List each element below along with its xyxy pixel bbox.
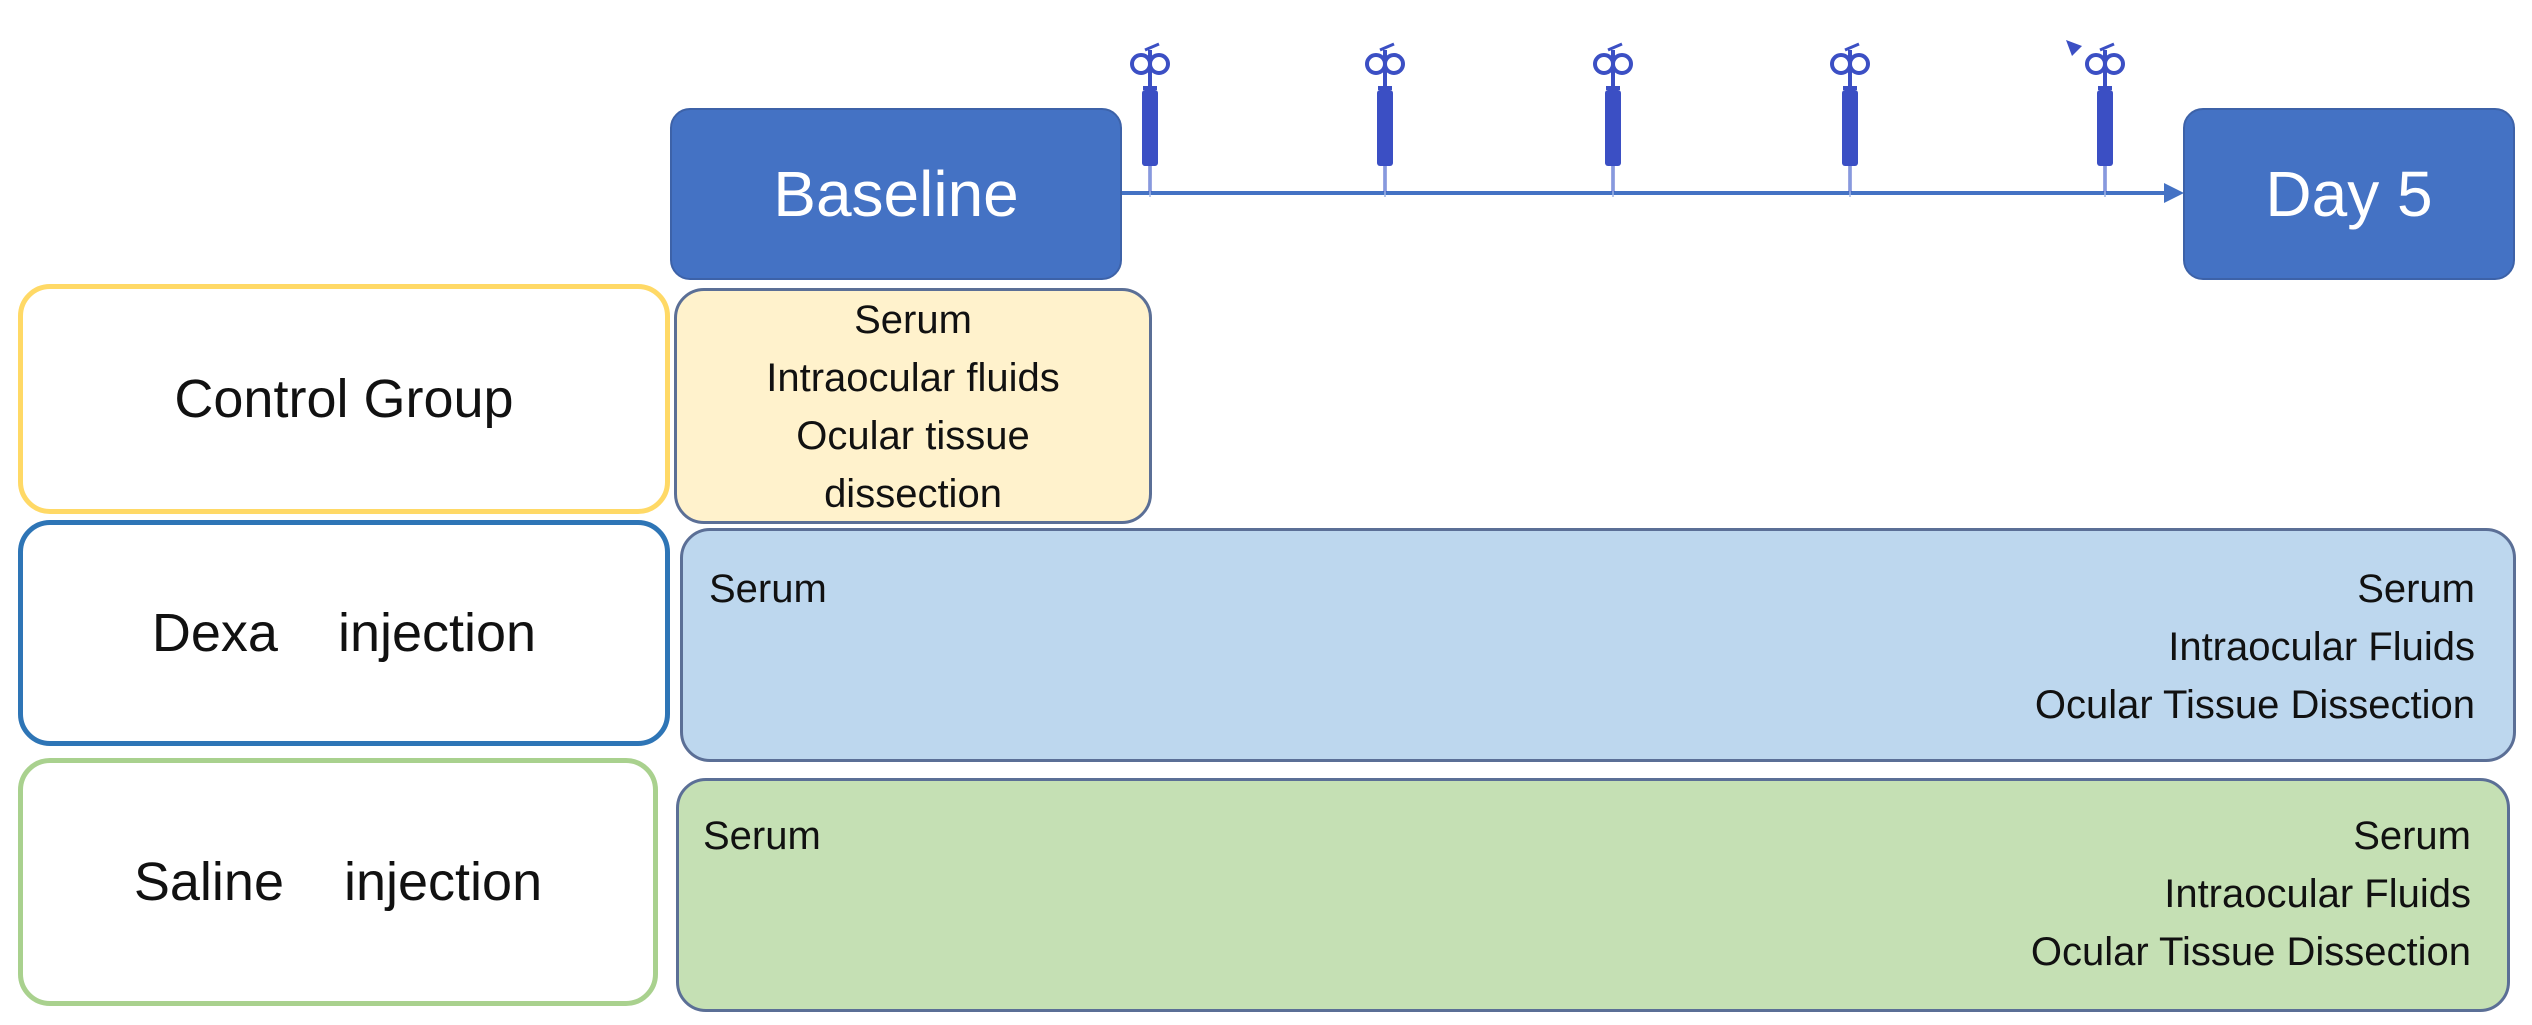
baseline-label: Baseline xyxy=(773,158,1019,230)
saline-group-label: Saline injection xyxy=(133,852,543,912)
control-sample-dissection: dissection xyxy=(824,472,1002,516)
syringe-icon xyxy=(1115,42,1185,202)
control-group-box: Control Group xyxy=(18,284,670,514)
control-sampling-box: Serum Intraocular fluids Ocular tissue d… xyxy=(674,288,1152,524)
day5-label: Day 5 xyxy=(2265,158,2433,230)
syringe-icon xyxy=(1350,42,1420,202)
dexa-group-box: Dexa injection xyxy=(18,520,670,746)
saline-group-box: Saline injection xyxy=(18,758,658,1006)
control-sample-serum: Serum xyxy=(854,298,972,342)
saline-end-intraocular: Intraocular Fluids xyxy=(2164,872,2471,916)
dexa-timeline-lane: Serum Serum Intraocular Fluids Ocular Ti… xyxy=(680,528,2516,762)
syringe-icon xyxy=(1578,42,1648,202)
dexa-end-samples: Serum Intraocular Fluids Ocular Tissue D… xyxy=(2035,560,2475,734)
saline-end-ocular: Ocular Tissue Dissection xyxy=(2030,930,2471,974)
control-sample-intraocular: Intraocular fluids xyxy=(766,356,1060,400)
saline-timeline-lane: Serum Serum Intraocular Fluids Ocular Ti… xyxy=(676,778,2510,1012)
saline-end-serum: Serum xyxy=(2353,814,2471,858)
baseline-milestone: Baseline xyxy=(670,108,1122,280)
saline-start-sample: Serum xyxy=(703,814,821,858)
saline-end-samples: Serum Intraocular Fluids Ocular Tissue D… xyxy=(2031,807,2471,981)
syringe-icon xyxy=(2070,42,2140,202)
dexa-group-label: Dexa injection xyxy=(151,603,537,663)
control-sample-ocular: Ocular tissue xyxy=(796,414,1030,458)
dexa-end-serum: Serum xyxy=(2357,567,2475,611)
dexa-end-intraocular: Intraocular Fluids xyxy=(2168,625,2475,669)
control-group-label: Control Group xyxy=(174,369,514,429)
dexa-end-ocular: Ocular Tissue Dissection xyxy=(2034,683,2475,727)
pointer-marker-icon xyxy=(2066,40,2082,56)
dexa-start-sample: Serum xyxy=(709,567,827,611)
control-sample-list: Serum Intraocular fluids Ocular tissue d… xyxy=(677,291,1149,523)
day5-milestone: Day 5 xyxy=(2183,108,2515,280)
syringe-icon xyxy=(1815,42,1885,202)
